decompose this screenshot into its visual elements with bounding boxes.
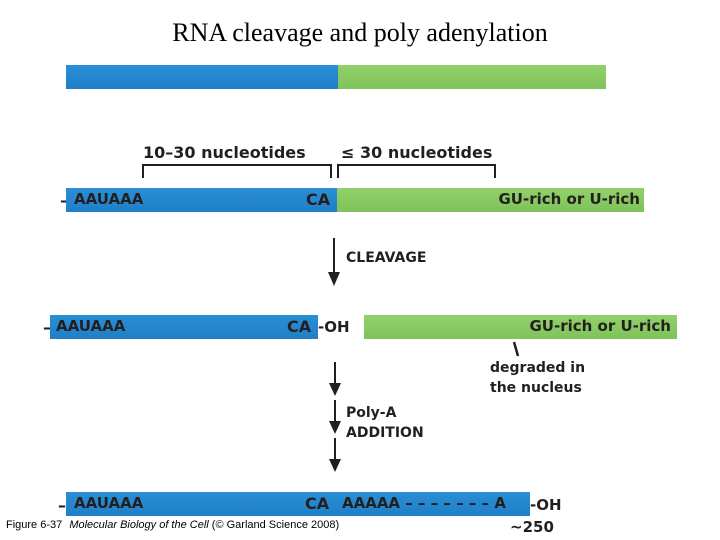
figure-caption: Figure 6-37 Molecular Biology of the Cel… — [6, 519, 339, 531]
row1-downstream-bar: GU-rich or U-rich — [337, 188, 644, 212]
row3-signal: AAUAAA — [74, 494, 144, 512]
arrow-polya-head-1 — [329, 383, 341, 396]
row3-cleavage-site: CA — [305, 494, 330, 513]
row2-cleavage-site: CA — [287, 317, 312, 336]
row1-upstream-bar: AAUAAA CA — [66, 188, 337, 212]
arrow-polya-head-2 — [329, 421, 341, 434]
row2-upstream-bar: AAUAAA CA — [50, 315, 318, 339]
degraded-label-line1: degraded in — [490, 360, 586, 376]
row3-tail-length: ~250 — [510, 518, 554, 536]
row1-lead-dash: – — [60, 191, 68, 210]
right-bracket — [337, 164, 496, 178]
row2-downstream-label: GU-rich or U-rich — [529, 317, 672, 335]
row1-cleavage-site: CA — [306, 190, 331, 209]
degraded-label-line2: the nucleus — [490, 380, 582, 396]
overview-bar-downstream — [338, 65, 606, 89]
row2-oh-end: -OH — [318, 318, 350, 336]
cleavage-label: CLEAVAGE — [346, 250, 427, 266]
page-title: RNA cleavage and poly adenylation — [172, 18, 548, 47]
row3-oh-end: -OH — [530, 496, 562, 514]
row2-signal: AAUAAA — [56, 317, 126, 335]
caption-book-title: Molecular Biology of the Cell — [69, 519, 209, 531]
row3-mrna-bar: AAUAAA CA AAAAA – – – – – – – A — [66, 492, 530, 516]
arrow-polya-head-3 — [329, 459, 341, 472]
polya-label-line1: Poly-A — [346, 405, 397, 421]
left-bracket-label: 10–30 nucleotides — [143, 143, 306, 162]
row1-downstream-label: GU-rich or U-rich — [498, 190, 641, 208]
row3-lead-dash: – — [58, 496, 66, 515]
left-bracket — [142, 164, 332, 178]
row3-polya-tail: AAAAA – – – – – – – A — [342, 494, 506, 512]
arrow-cleavage-head — [328, 272, 340, 286]
polya-label-line2: ADDITION — [346, 425, 424, 441]
degraded-pointer — [512, 341, 520, 357]
row1-signal: AAUAAA — [74, 190, 144, 208]
caption-figure-number: Figure 6-37 — [6, 519, 63, 531]
row2-downstream-bar: GU-rich or U-rich — [364, 315, 677, 339]
caption-credit: (© Garland Science 2008) — [211, 519, 340, 531]
row2-lead-dash: – — [43, 318, 51, 337]
overview-bar-upstream — [66, 65, 338, 89]
right-bracket-label: ≤ 30 nucleotides — [341, 143, 493, 162]
